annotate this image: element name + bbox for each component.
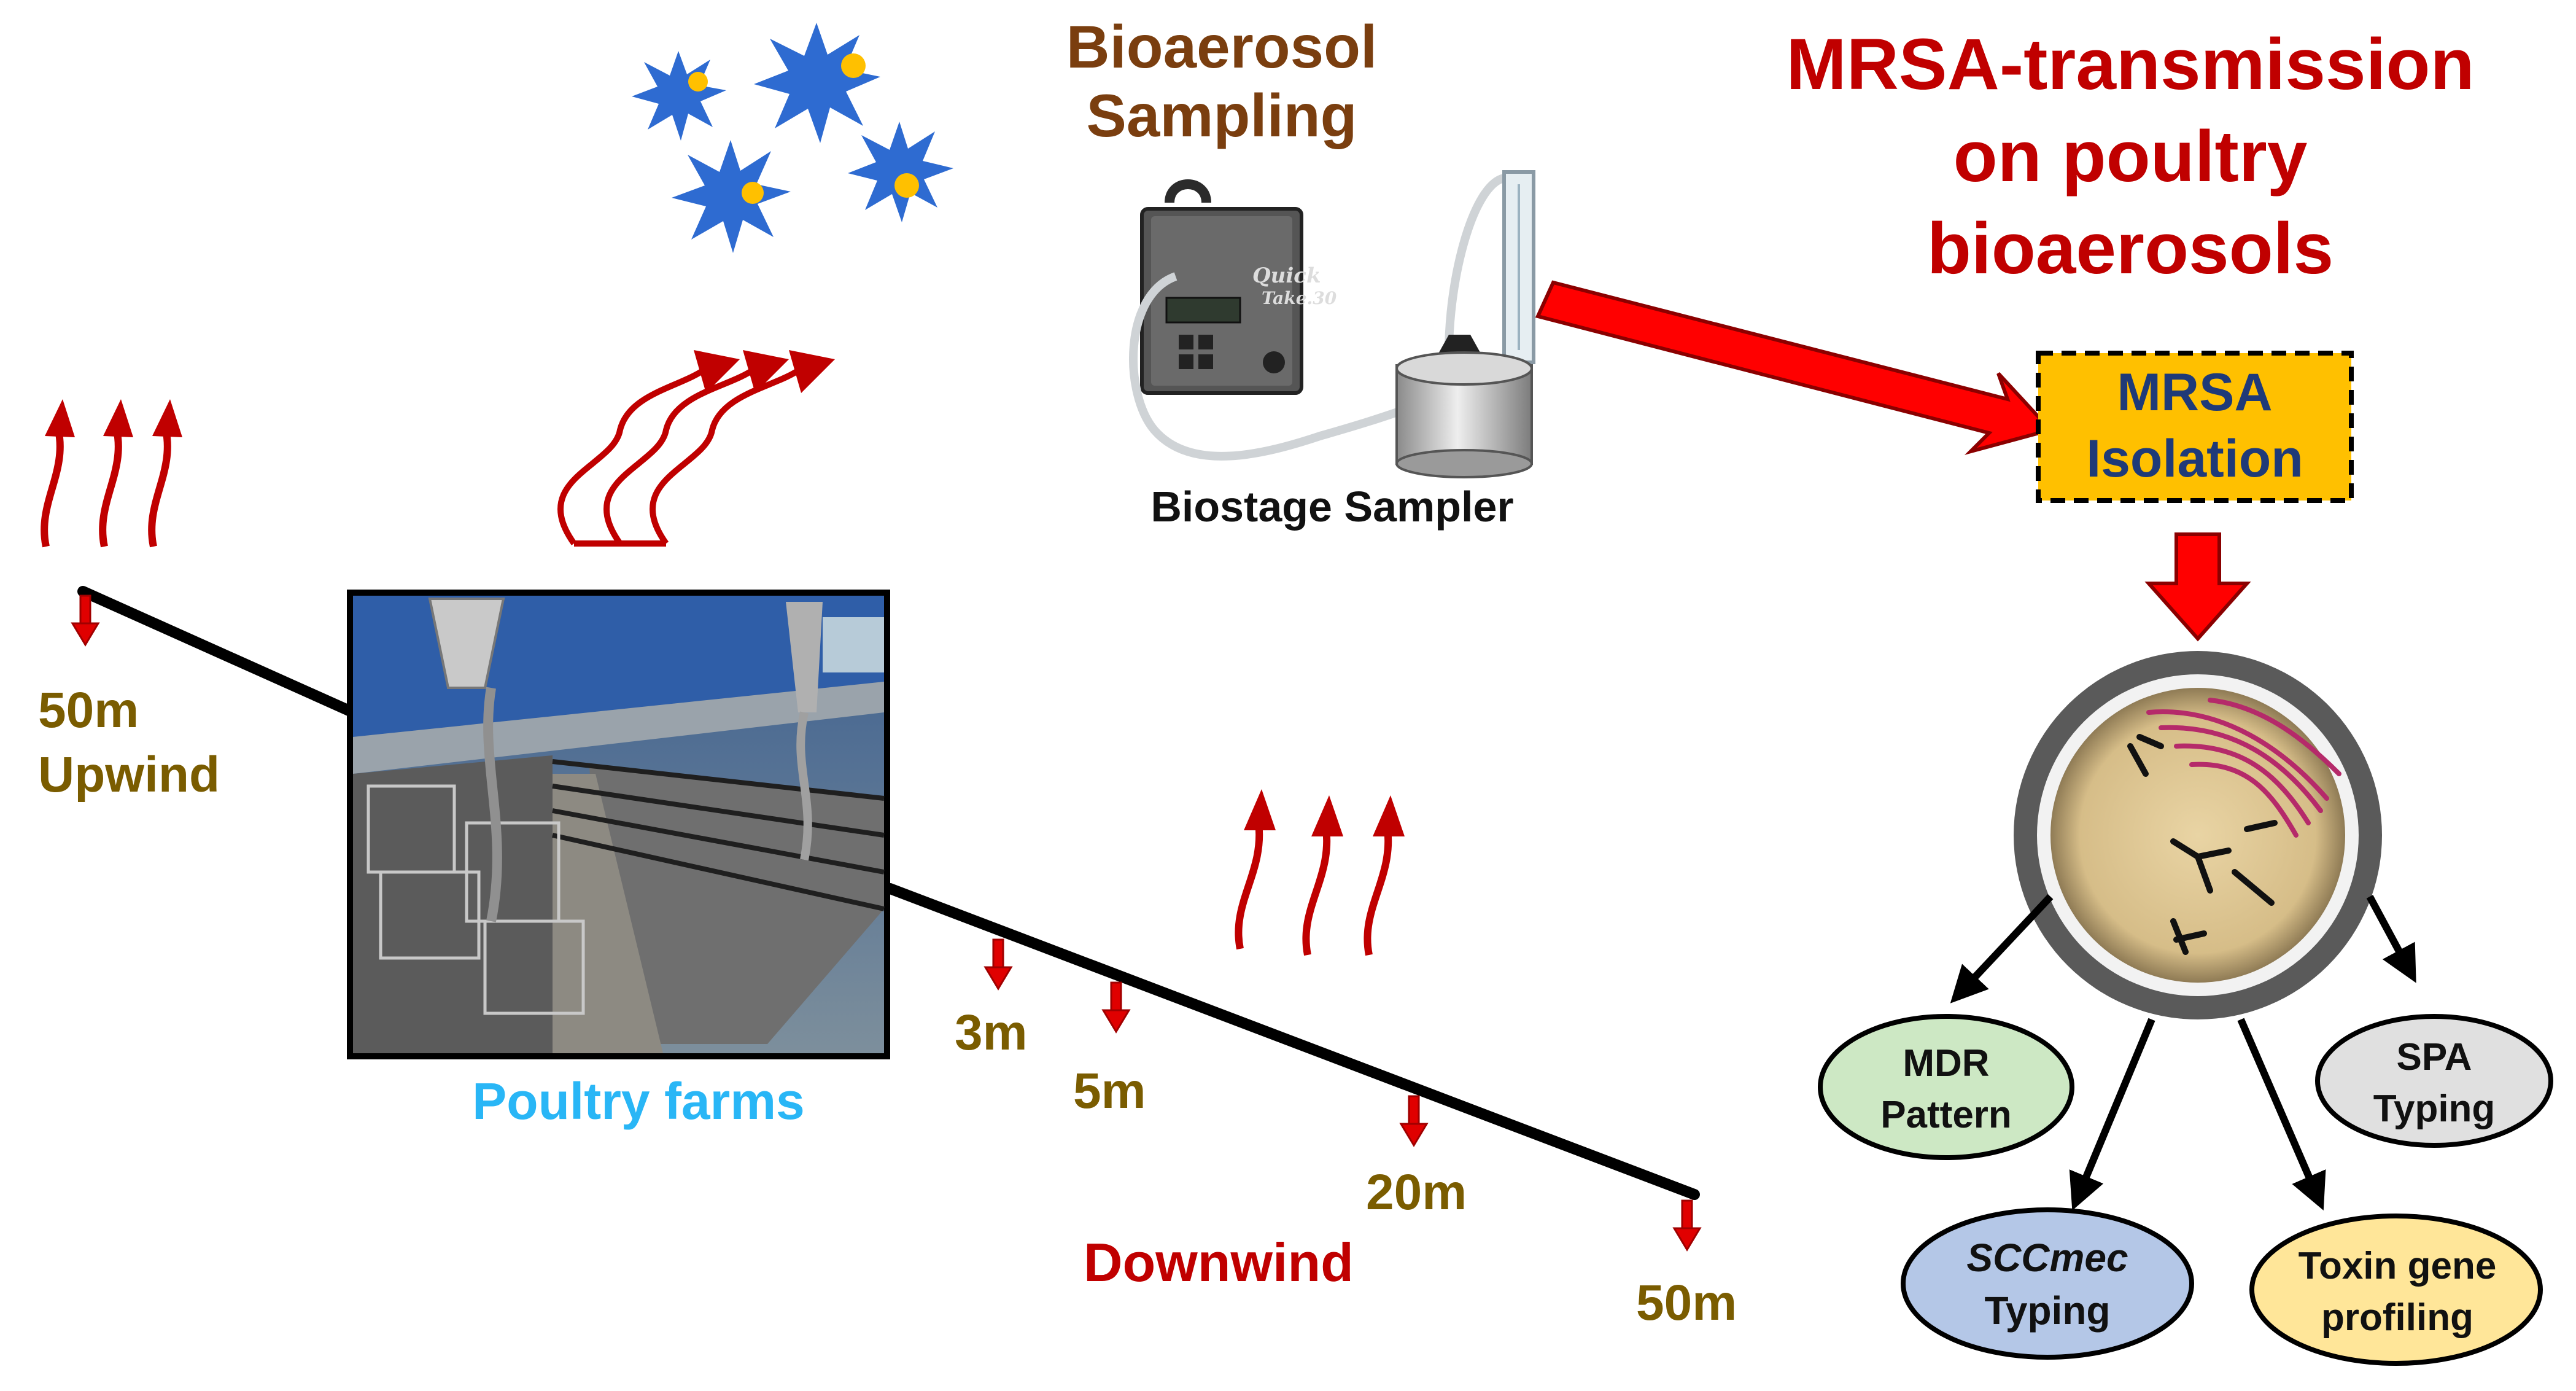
- isolation-text: MRSA Isolation: [2038, 359, 2351, 492]
- upwind-label: Upwind: [38, 747, 220, 803]
- wind-arrow-icon: [148, 429, 171, 548]
- wind-arrow-head: [1311, 795, 1343, 836]
- typing-arrows: [1950, 894, 2416, 1211]
- wind-arrow-icon: [41, 429, 64, 548]
- marker-arrow-icon: [1672, 1199, 1702, 1252]
- toxin-line-2: profiling: [2321, 1296, 2473, 1339]
- particle-icon: [632, 51, 726, 141]
- mdr-text: MDR Pattern: [1836, 1038, 2057, 1141]
- wind-arrows-downwind: [1235, 789, 1405, 956]
- bioaerosol-particles: [632, 23, 953, 253]
- downwind-label: Downwind: [1084, 1232, 1354, 1293]
- sccmec-typing-node: [1901, 1207, 2194, 1360]
- downwind-distance-50m: 50m: [1636, 1275, 1737, 1331]
- wind-arrow-icon: [99, 429, 122, 548]
- title-line-1: MRSA-transmission: [1786, 24, 2475, 105]
- poultry-farm-photo: [347, 590, 890, 1059]
- downwind-distance-20m: 20m: [1366, 1164, 1467, 1220]
- particle-icon: [754, 23, 880, 143]
- wind-arrow-head: [1373, 795, 1405, 836]
- marker-arrow-icon: [1101, 981, 1131, 1034]
- downwind-distance-5m: 5m: [1073, 1063, 1146, 1119]
- toxin-text: Toxin gene profiling: [2265, 1241, 2529, 1344]
- isolation-line-1: MRSA: [2117, 363, 2273, 422]
- sampling-line-2: Sampling: [1086, 82, 1357, 149]
- title-line-3: bioaerosols: [1926, 208, 2334, 289]
- transect-line: [77, 586, 1700, 1200]
- sampling-to-isolation-arrow: [1535, 280, 2054, 455]
- particle-icon: [848, 122, 953, 222]
- petri-dish-icon: [2014, 651, 2382, 1019]
- sccmec-text: SCCmec Typing: [1915, 1231, 2179, 1337]
- mrsa-isolation-box: [2036, 351, 2354, 503]
- mdr-line-2: Pattern: [1880, 1094, 2012, 1136]
- spa-line-2: Typing: [2373, 1088, 2496, 1130]
- isolation-line-2: Isolation: [2086, 429, 2303, 488]
- spa-line-1: SPA: [2396, 1036, 2472, 1078]
- bioaerosol-sampling-title: Bioaerosol Sampling: [1038, 12, 1406, 150]
- biostage-sampler-icon: Quick Take.30: [1129, 170, 1535, 478]
- sccmec-line-1: SCCmec: [1966, 1236, 2128, 1280]
- isolation-down-arrow: [2144, 532, 2251, 642]
- mdr-pattern-node: [1818, 1014, 2074, 1160]
- page-title: MRSA-transmission on poultry bioaerosols: [1701, 18, 2560, 295]
- downwind-distance-3m: 3m: [955, 1005, 1028, 1061]
- title-line-2: on poultry: [1953, 116, 2308, 197]
- spa-text: SPA Typing: [2327, 1032, 2542, 1135]
- wind-arrow-icon: [1364, 828, 1392, 956]
- wind-arrow-icon: [1302, 828, 1331, 956]
- sampler-brand-1: Quick: [1252, 263, 1321, 288]
- sccmec-line-2: Typing: [1984, 1288, 2111, 1333]
- toxin-line-1: Toxin gene: [2298, 1245, 2497, 1287]
- distance-markers: [71, 594, 1702, 1252]
- toxin-profiling-node: [2249, 1214, 2543, 1366]
- sampler-label: Biostage Sampler: [1150, 483, 1514, 531]
- wind-arrow-icon: [1235, 822, 1263, 950]
- marker-arrow-icon: [71, 594, 100, 647]
- wind-arrow-head: [152, 399, 182, 437]
- sampler-brand-2: Take.30: [1262, 288, 1337, 308]
- marker-arrow-icon: [983, 938, 1013, 991]
- spa-typing-node: [2315, 1014, 2553, 1148]
- farm-label: Poultry farms: [472, 1072, 805, 1130]
- wind-arrow-head: [45, 399, 75, 437]
- sampling-line-1: Bioaerosol: [1066, 13, 1378, 80]
- wind-arrow-head: [1244, 789, 1276, 830]
- mdr-line-1: MDR: [1903, 1042, 1990, 1085]
- upwind-distance: 50m: [38, 682, 139, 738]
- wind-arrows-upwind: [41, 399, 182, 548]
- wind-arrow-head: [103, 399, 133, 437]
- particle-icon: [672, 140, 791, 253]
- marker-arrow-icon: [1399, 1095, 1429, 1147]
- plume-arrows: [557, 350, 835, 547]
